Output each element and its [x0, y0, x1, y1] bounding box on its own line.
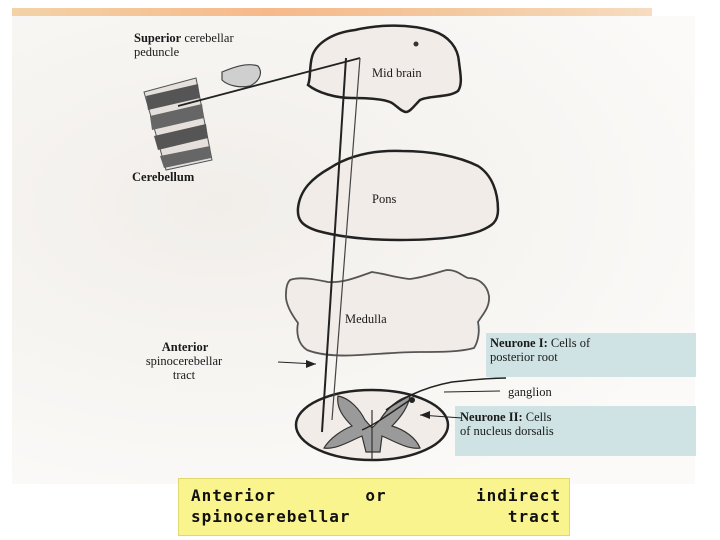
ganglion-pointer	[443, 390, 501, 393]
caption-box: Anterior or indirect spinocerebellar tra…	[178, 478, 570, 536]
neurone-2-title: Neurone II:	[460, 410, 523, 424]
pons-section	[296, 149, 500, 242]
label-neurone-2: Neurone II: Cells of nucleus dorsalis	[460, 410, 695, 438]
caption-text: Anterior or indirect spinocerebellar tra…	[191, 486, 561, 526]
label-superior-peduncle: Superior cerebellar peduncle	[134, 31, 344, 59]
aqueduct	[413, 41, 419, 47]
neurone-1-desc2: posterior root	[490, 350, 558, 364]
ganglion-cell	[409, 397, 415, 403]
neurone-2-box	[455, 406, 696, 456]
label-superior: Superior	[134, 31, 182, 45]
label-spinocerebellar-tract: spinocerebellar tract	[145, 354, 223, 382]
label-midbrain: Mid brain	[372, 66, 422, 80]
label-ganglion: ganglion	[508, 385, 552, 399]
neurone2-arrowhead	[420, 411, 430, 419]
peduncle-fibre	[177, 57, 361, 107]
crossing-fibre	[361, 399, 411, 431]
label-pons: Pons	[372, 192, 397, 206]
label-cerebellum: Cerebellum	[132, 170, 195, 184]
neurone-2-desc: Cells	[525, 410, 552, 424]
anterior-arrowhead	[306, 360, 316, 368]
neurone-1-title: Neurone I:	[490, 336, 548, 350]
medulla-section	[285, 269, 490, 357]
cerebellum-drawing	[143, 77, 213, 171]
tract-line-left	[321, 57, 347, 433]
tract-line-right	[331, 57, 361, 421]
label-cerebellar-peduncle: cerebellar peduncle	[134, 31, 234, 59]
neurone-2-desc2: of nucleus dorsalis	[460, 424, 554, 438]
label-anterior: Anterior	[161, 340, 209, 354]
neurone-1-desc: Cells of	[550, 336, 591, 350]
label-neurone-1: Neurone I: Cells of posterior root	[490, 336, 695, 364]
label-medulla: Medulla	[345, 312, 387, 326]
midbrain-section	[306, 24, 463, 114]
afferent-fibre	[385, 377, 507, 411]
neurone-1-box	[486, 333, 696, 377]
peduncle-drawing	[221, 64, 262, 88]
top-color-strip	[12, 8, 652, 16]
